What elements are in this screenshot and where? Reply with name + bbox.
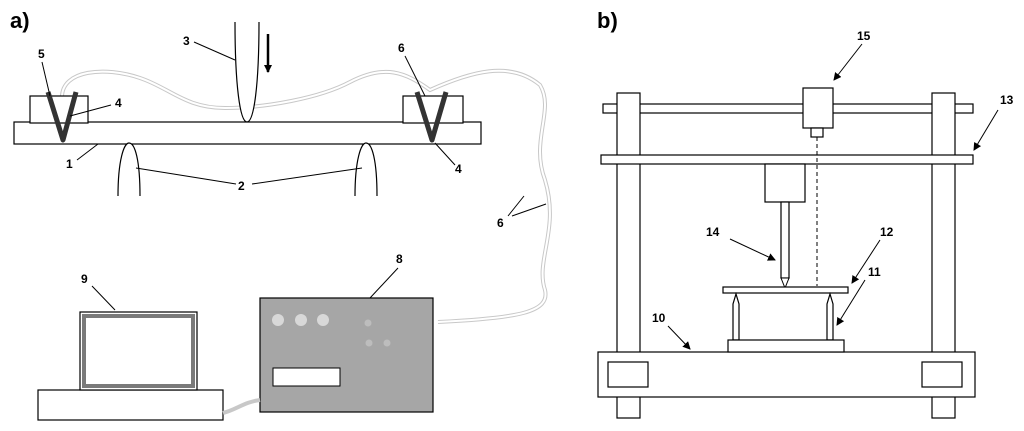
support-base: [727, 339, 845, 353]
callout-5: 5: [38, 47, 45, 61]
actuator-tip: [780, 277, 790, 290]
panel-b-label: b): [597, 8, 618, 33]
base-foot-left: [607, 361, 649, 388]
callout-9: 9: [81, 272, 88, 286]
support-right: [354, 142, 378, 197]
support-left: [117, 142, 141, 197]
callout-7: 6: [497, 216, 504, 230]
callout-3: 3: [183, 34, 190, 48]
callout-4-right: 4: [455, 162, 462, 176]
callout-1: 1: [66, 157, 73, 171]
panel-a-label: a): [10, 8, 30, 33]
displacement-sensor: [802, 87, 834, 129]
callout-10: 10: [652, 311, 666, 325]
loading-nose: [234, 21, 260, 123]
sensor-left: [45, 91, 79, 143]
top-rail: [602, 103, 974, 114]
base-foot-right: [921, 361, 963, 388]
sensor-tip: [810, 127, 824, 138]
block-6: [402, 95, 464, 124]
knob-3: [317, 314, 329, 326]
data-acquisition-unit: [259, 297, 434, 413]
knob-1: [272, 314, 284, 326]
support-pin-right: [826, 291, 834, 341]
instrument-display: [272, 367, 341, 387]
computer-cable: [222, 398, 261, 415]
callout-13: 13: [1000, 93, 1014, 107]
callout-15: 15: [857, 29, 871, 43]
callout-14: 14: [706, 225, 720, 239]
post-left: [616, 92, 641, 419]
base-frame: [597, 351, 976, 398]
specimen-plate: [722, 286, 849, 294]
indicator-3: [383, 339, 391, 347]
panel-a: a) 5 6 3 4 4 1 2: [10, 8, 552, 421]
support-pin-left: [732, 291, 740, 341]
computer-base: [37, 389, 224, 421]
crossbar: [600, 154, 974, 165]
monitor-screen: [82, 314, 195, 388]
callout-2: 2: [238, 179, 245, 193]
post-right: [931, 92, 956, 419]
sensor-cable: [60, 68, 552, 324]
beam: [13, 121, 482, 145]
callout-8: 8: [396, 252, 403, 266]
actuator-body: [764, 163, 806, 203]
sensor-right: [414, 91, 449, 143]
callout-11: 11: [868, 265, 881, 279]
indicator-1: [364, 319, 372, 327]
callout-12: 12: [880, 225, 894, 239]
block-5: [29, 95, 89, 124]
callout-6: 6: [398, 41, 405, 55]
actuator-rod: [780, 201, 790, 279]
callout-4-left: 4: [115, 96, 122, 110]
knob-2: [295, 314, 307, 326]
panel-b: b) 15 13 14 12 11: [597, 8, 1014, 419]
indicator-2: [365, 339, 373, 347]
